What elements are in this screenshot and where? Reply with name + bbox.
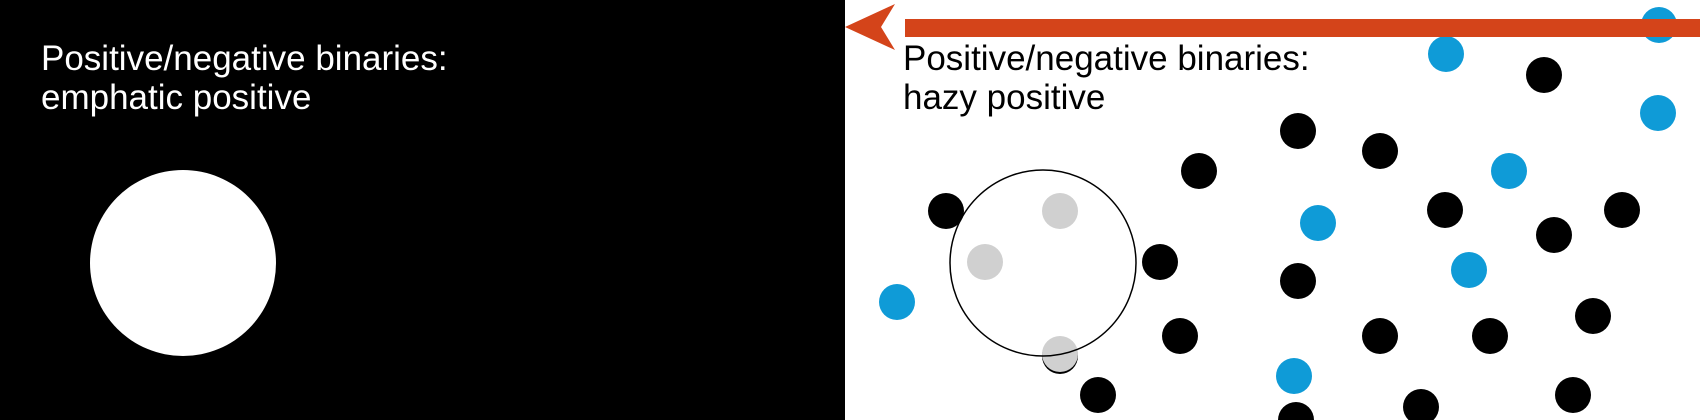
black-dot [1575, 298, 1611, 334]
black-dot [1280, 113, 1316, 149]
gray-dot [1042, 193, 1078, 229]
black-dot [1555, 377, 1591, 413]
blue-dot [1276, 358, 1312, 394]
black-dot [1403, 389, 1439, 420]
blue-dot [1491, 153, 1527, 189]
black-dot [1526, 57, 1562, 93]
caption-line-1: Positive/negative binaries: [41, 39, 448, 78]
black-dot [1362, 133, 1398, 169]
blue-dot [1451, 252, 1487, 288]
black-dot [1278, 402, 1314, 420]
blue-dot [879, 284, 915, 320]
arrow-shaft [905, 19, 1700, 37]
black-dot [1427, 192, 1463, 228]
black-dot [1604, 192, 1640, 228]
caption-line-1: Positive/negative binaries: [903, 39, 1310, 78]
blue-dot [1300, 205, 1336, 241]
emphatic-positive-caption: Positive/negative binaries: emphatic pos… [41, 39, 448, 117]
solid-white-circle [90, 170, 276, 356]
blue-dot [1428, 36, 1464, 72]
arrow-head [845, 4, 895, 50]
black-dot [1362, 318, 1398, 354]
black-dot [1536, 217, 1572, 253]
black-dot [1472, 318, 1508, 354]
emphatic-positive-graphic [90, 170, 276, 356]
gray-dot [967, 244, 1003, 280]
scattered-dots [879, 7, 1677, 420]
outline-circle [949, 169, 1137, 357]
black-dot [1280, 263, 1316, 299]
black-dot [1162, 318, 1198, 354]
black-dot [1142, 244, 1178, 280]
black-dot [928, 193, 964, 229]
hazy-positive-graphic [845, 4, 1700, 420]
caption-line-2: hazy positive [903, 78, 1106, 117]
black-dot [1080, 377, 1116, 413]
caption-line-2: emphatic positive [41, 78, 312, 117]
black-dot [1181, 153, 1217, 189]
blue-dot [1640, 95, 1676, 131]
emphatic-positive-panel: Positive/negative binaries: emphatic pos… [0, 0, 845, 420]
hazy-positive-caption: Positive/negative binaries: hazy positiv… [903, 39, 1310, 117]
left-arrow [845, 4, 1700, 50]
hazy-positive-panel: Positive/negative binaries: hazy positiv… [845, 0, 1700, 420]
